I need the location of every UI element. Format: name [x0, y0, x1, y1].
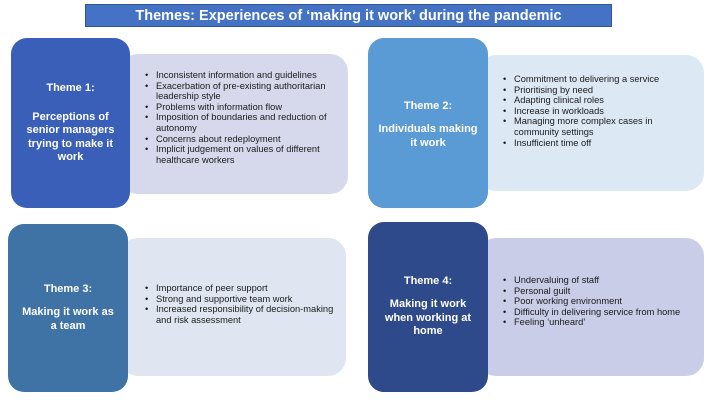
theme-4-item: Difficulty in delivering service from ho…: [502, 307, 696, 318]
theme-1-number: Theme 1:: [46, 81, 95, 94]
theme-2-item: Insufficient time off: [502, 138, 696, 149]
theme-2-item: Increase in workloads: [502, 106, 696, 117]
theme-2-item: Commitment to delivering a service: [502, 74, 696, 85]
theme-2-number: Theme 2:: [403, 100, 453, 112]
theme-1-item: Implicit judgement on values of differen…: [144, 144, 338, 165]
theme-1-box: Theme 1: Perceptions of senior managers …: [11, 38, 130, 208]
theme-2-details: Commitment to delivering a service Prior…: [478, 55, 704, 191]
theme-4-item: Personal guilt: [502, 286, 696, 297]
theme-1-details: Inconsistent information and guidelines …: [120, 54, 348, 194]
theme-2-list: Commitment to delivering a service Prior…: [502, 74, 696, 148]
theme-2-item: Adapting clinical roles: [502, 95, 696, 106]
theme-3-details: Importance of peer support Strong and su…: [120, 238, 346, 376]
theme-3-box: Theme 3: Making it work as a team: [8, 224, 128, 392]
theme-3-item: Importance of peer support: [144, 283, 338, 294]
theme-3-number: Theme 3:: [43, 283, 93, 295]
theme-3-item: Increased responsibility of decision-mak…: [144, 304, 338, 325]
theme-4-item: Undervaluing of staff: [502, 275, 696, 286]
theme-3-item: Strong and supportive team work: [144, 294, 338, 305]
theme-4-list: Undervaluing of staff Personal guilt Poo…: [502, 275, 696, 328]
theme-2-item: Managing more complex cases in community…: [502, 116, 696, 137]
theme-1-item: Inconsistent information and guidelines: [144, 70, 338, 81]
theme-1-item: Problems with information flow: [144, 102, 338, 113]
theme-4-item: Poor working environment: [502, 296, 696, 307]
theme-1-item: Concerns about redeployment: [144, 134, 338, 145]
theme-3-list: Importance of peer support Strong and su…: [144, 283, 338, 325]
theme-4-details: Undervaluing of staff Personal guilt Poo…: [478, 238, 704, 376]
theme-1-title: Perceptions of senior managers trying to…: [26, 110, 115, 164]
theme-3-title: Making it work as a team: [22, 306, 114, 332]
theme-4-number: Theme 4:: [403, 275, 453, 288]
theme-2-item: Prioritising by need: [502, 85, 696, 96]
theme-2-box: Theme 2: Individuals making it work: [368, 38, 488, 208]
theme-4-item: Feeling ‘unheard’: [502, 317, 696, 328]
theme-1-item: Imposition of boundaries and reduction o…: [144, 112, 338, 133]
theme-1-list: Inconsistent information and guidelines …: [144, 70, 338, 165]
theme-4-title: Making it work when working at home: [384, 298, 472, 338]
theme-2-title: Individuals making it work: [378, 123, 478, 149]
diagram-title: Themes: Experiences of ‘making it work’ …: [85, 4, 612, 27]
theme-1-item: Exacerbation of pre-existing authoritari…: [144, 81, 338, 102]
theme-4-box: Theme 4: Making it work when working at …: [368, 222, 488, 392]
